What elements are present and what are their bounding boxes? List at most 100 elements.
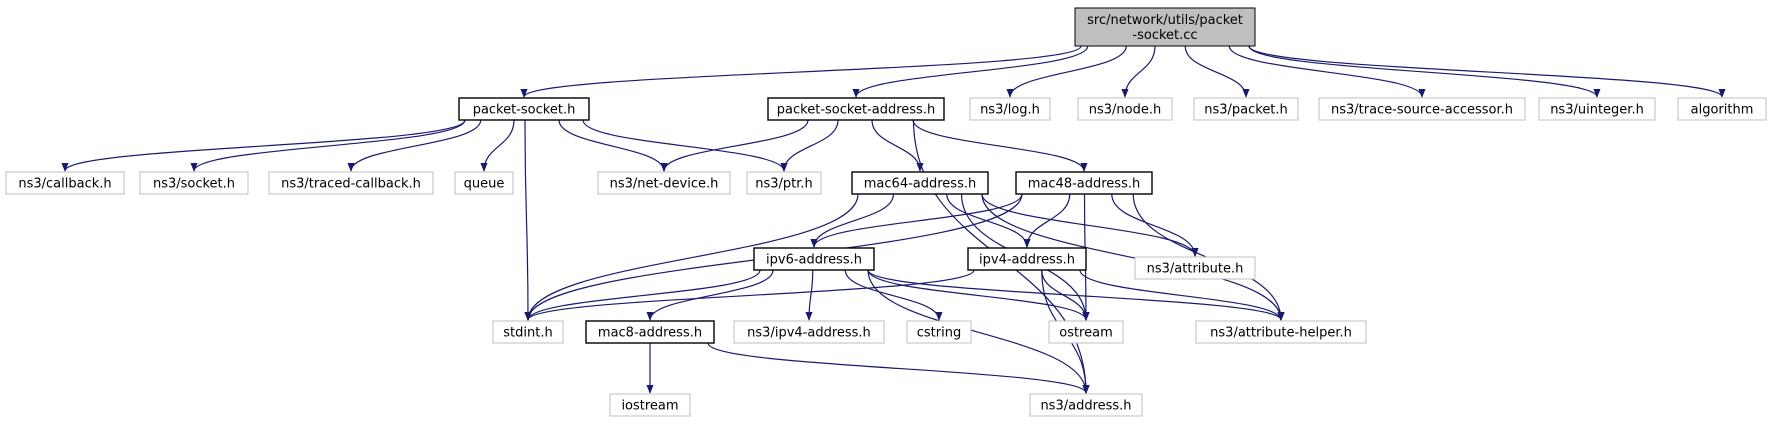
edge-packet-socket-h-to-ns3-socket-h: [190, 119, 466, 172]
node-mac64-address-h[interactable]: mac64-address.h: [851, 171, 989, 195]
node-algorithm: algorithm: [1677, 97, 1767, 121]
edge-ipv6-address-h-to-ns3-ipv4-address-h: [805, 269, 814, 321]
node-box: [1193, 97, 1299, 121]
node-box: [268, 171, 434, 195]
edge-packet-socket-h-to-ns3-traced-callback-h: [347, 119, 482, 172]
node-label: ns3/ipv4-address.h: [747, 326, 871, 341]
node-ns3-socket-h: ns3/socket.h: [139, 171, 249, 195]
node-ipv6-address-h[interactable]: ipv6-address.h: [753, 247, 875, 271]
node-ns3-ptr-h: ns3/ptr.h: [746, 171, 822, 195]
node-stdint-h: stdint.h: [492, 320, 564, 344]
node-label: queue: [464, 177, 505, 192]
node-box: [454, 171, 514, 195]
node-ns3-log-h: ns3/log.h: [969, 97, 1051, 121]
node-box: [1029, 393, 1143, 417]
edge-packet-socket-h-to-ns3-net-device-h: [558, 119, 668, 172]
node-queue: queue: [454, 171, 514, 195]
node-label: ns3/ptr.h: [755, 177, 813, 192]
edge-packet-socket-h-to-ns3-ptr-h: [582, 119, 788, 172]
node-label: packet-socket-address.h: [777, 103, 935, 118]
edge-mac48-address-h-to-ipv4-address-h: [1023, 193, 1071, 248]
node-ipv4-address-h[interactable]: ipv4-address.h: [967, 247, 1087, 271]
edge-ipv6-address-h-to-ns3-attribute-helper-h: [867, 269, 1285, 321]
node-box: [5, 171, 125, 195]
node-label: ostream: [1059, 326, 1113, 341]
edge-root-to-algorithm: [1248, 45, 1726, 98]
edge-root-to-ns3-trace-source-accessor-h: [1228, 45, 1426, 98]
node-ns3-callback-h: ns3/callback.h: [5, 171, 125, 195]
node-ns3-trace-source-accessor-h: ns3/trace-source-accessor.h: [1318, 97, 1526, 121]
node-ns3-attribute-h: ns3/attribute.h: [1134, 256, 1256, 280]
edge-mac64-address-h-to-stdint-h: [524, 193, 859, 321]
node-box: [753, 247, 875, 271]
node-box: [492, 320, 564, 344]
node-packet-socket-h[interactable]: packet-socket.h: [458, 97, 590, 121]
node-label: ns3/packet.h: [1204, 103, 1288, 118]
edge-mac64-address-h-to-ns3-attribute-h: [981, 193, 1199, 257]
node-label: mac64-address.h: [864, 177, 976, 192]
node-ns3-uinteger-h: ns3/uinteger.h: [1538, 97, 1656, 121]
node-box: [1677, 97, 1767, 121]
node-packet-socket-address-h[interactable]: packet-socket-address.h: [767, 97, 945, 121]
node-label: ns3/attribute-helper.h: [1210, 326, 1352, 341]
node-label: ns3/net-device.h: [610, 177, 719, 192]
node-box: [458, 97, 590, 121]
node-label: -socket.cc: [1132, 28, 1197, 43]
node-box: [1195, 320, 1367, 344]
node-label: packet-socket.h: [473, 103, 576, 118]
edge-root-to-packet-socket-h: [520, 45, 1082, 98]
node-box: [906, 320, 972, 344]
node-box: [1077, 97, 1173, 121]
edge-ipv6-address-h-to-stdint-h: [524, 269, 761, 321]
node-box: [967, 247, 1087, 271]
node-mac48-address-h[interactable]: mac48-address.h: [1015, 171, 1153, 195]
node-ns3-attribute-helper-h: ns3/attribute-helper.h: [1195, 320, 1367, 344]
node-label: src/network/utils/packet: [1087, 13, 1243, 28]
node-ns3-net-device-h: ns3/net-device.h: [597, 171, 731, 195]
node-ns3-address-h: ns3/address.h: [1029, 393, 1143, 417]
node-label: ns3/callback.h: [18, 177, 111, 192]
node-label: stdint.h: [503, 326, 552, 341]
node-box: [767, 97, 945, 121]
node-ns3-node-h: ns3/node.h: [1077, 97, 1173, 121]
node-box: [139, 171, 249, 195]
node-label: mac8-address.h: [598, 326, 702, 341]
node-box: [969, 97, 1051, 121]
edge-packet-socket-h-to-ns3-callback-h: [61, 119, 466, 172]
edge-ipv6-address-h-to-ostream: [867, 269, 1090, 321]
edge-packet-socket-h-to-stdint-h: [524, 119, 532, 321]
edge-root-to-packet-socket-address-h: [852, 45, 1089, 98]
node-ns3-ipv4-address-h: ns3/ipv4-address.h: [733, 320, 885, 344]
node-label: ns3/trace-source-accessor.h: [1331, 103, 1513, 118]
node-label: ns3/address.h: [1040, 399, 1131, 414]
node-box: [1048, 320, 1124, 344]
node-box: [746, 171, 822, 195]
node-label: ns3/log.h: [980, 103, 1040, 118]
node-label: ns3/node.h: [1089, 103, 1161, 118]
edge-packet-socket-address-h-to-ns3-net-device-h: [660, 119, 809, 172]
node-ostream: ostream: [1048, 320, 1124, 344]
node-mac8-address-h[interactable]: mac8-address.h: [585, 320, 715, 344]
edge-ipv6-address-h-to-ns3-address-h: [867, 269, 1090, 394]
edge-ipv4-address-h-to-ostream: [1041, 269, 1090, 321]
node-box: [1134, 256, 1256, 280]
node-box: [1318, 97, 1526, 121]
node-cstring: cstring: [906, 320, 972, 344]
edge-packet-socket-h-to-queue: [480, 119, 515, 172]
node-ns3-traced-callback-h: ns3/traced-callback.h: [268, 171, 434, 195]
edge-root-to-ns3-node-h: [1121, 45, 1156, 98]
node-label: algorithm: [1691, 103, 1754, 118]
edge-ipv6-address-h-to-cstring: [844, 269, 943, 321]
edge-root-to-ns3-packet-h: [1184, 45, 1250, 98]
node-box: [597, 171, 731, 195]
node-box: [609, 393, 691, 417]
edge-root-to-ns3-log-h: [1006, 45, 1127, 98]
node-box: [733, 320, 885, 344]
node-root[interactable]: src/network/utils/packet-socket.cc: [1074, 7, 1256, 47]
edge-ipv4-address-h-to-stdint-h: [524, 269, 975, 321]
node-box: [585, 320, 715, 344]
node-box: [1074, 7, 1256, 47]
node-label: cstring: [917, 326, 961, 341]
edge-ipv4-address-h-to-ns3-attribute-helper-h: [1079, 269, 1285, 321]
